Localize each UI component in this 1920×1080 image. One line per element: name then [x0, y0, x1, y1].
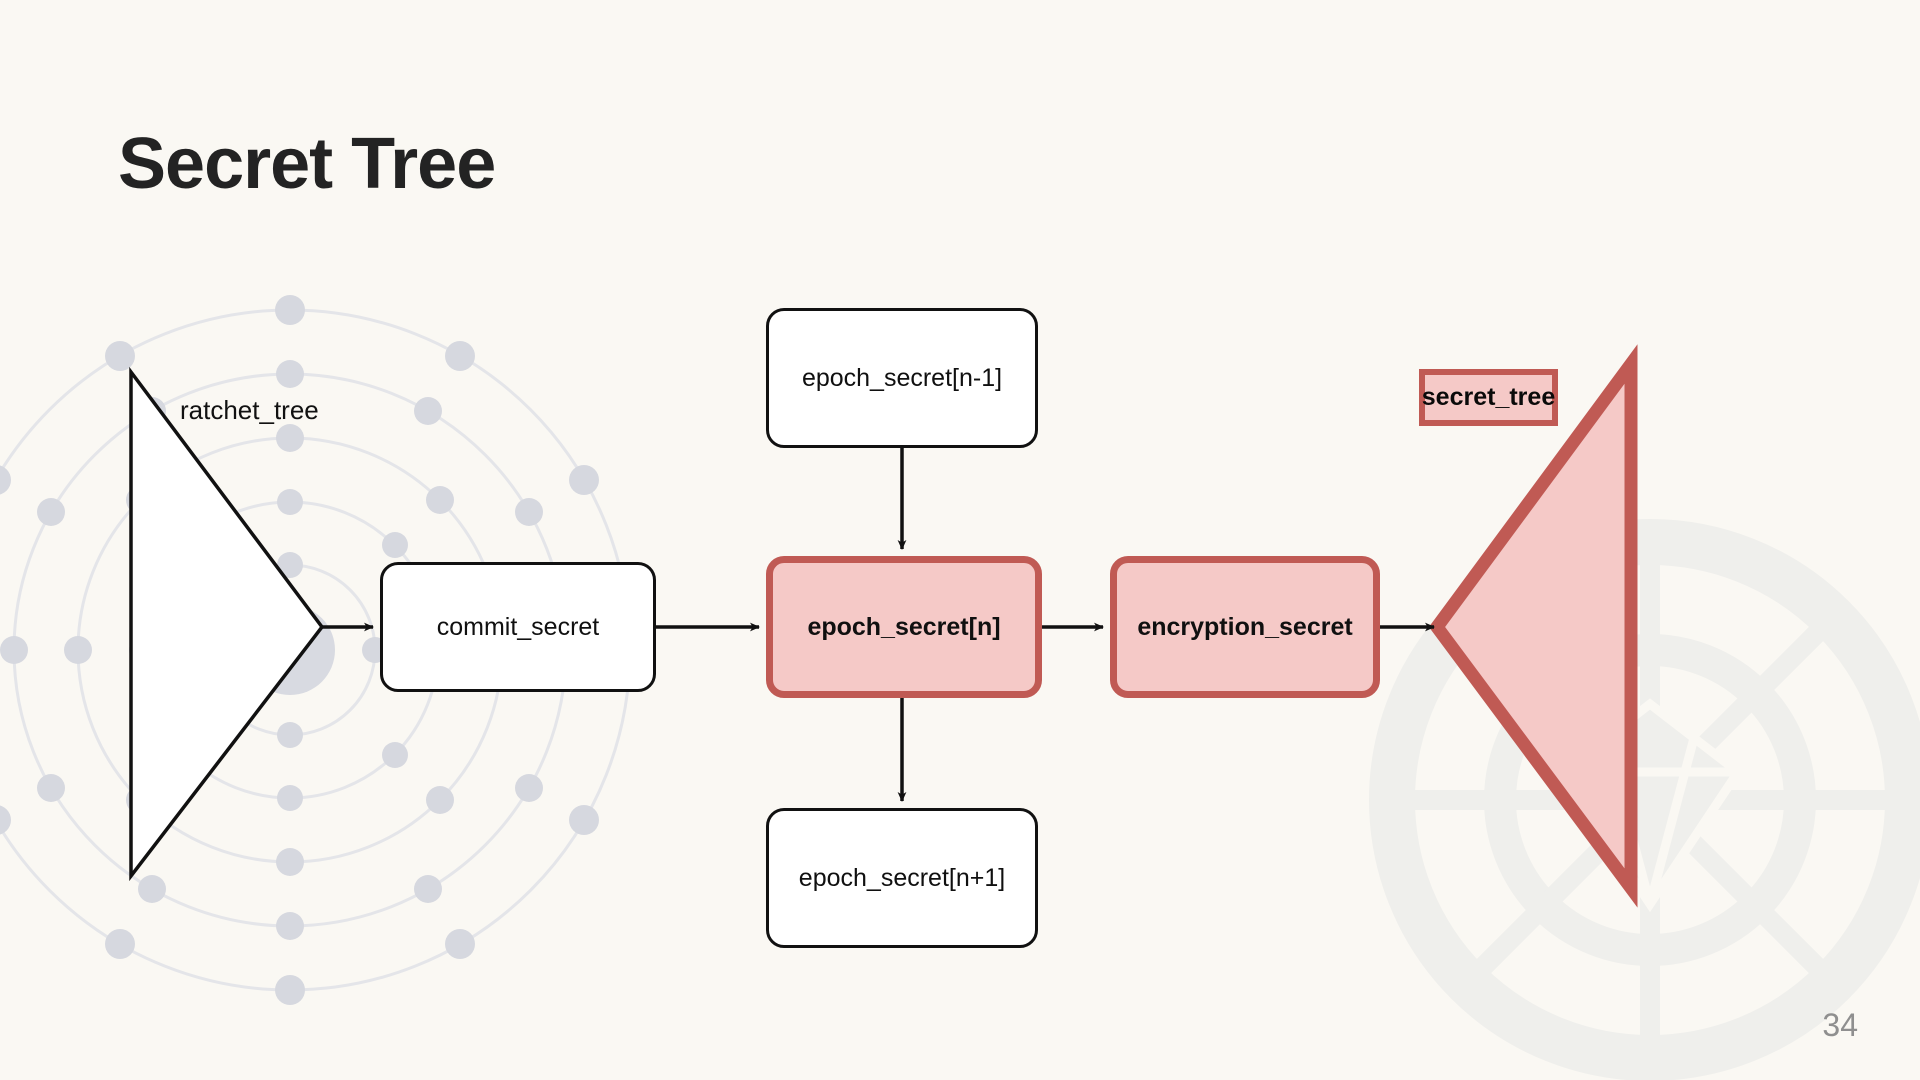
node-epoch-secret-next[interactable]: epoch_secret[n+1]	[766, 808, 1038, 948]
page-number: 34	[1822, 1007, 1858, 1043]
ratchet-tree-triangle	[129, 366, 325, 882]
ratchet-tree-label: ratchet_tree	[180, 395, 319, 425]
page-title: Secret Tree	[118, 124, 496, 204]
secret-tree-label: secret_tree	[1419, 369, 1558, 426]
node-epoch-secret-n[interactable]: epoch_secret[n]	[766, 556, 1042, 698]
secret-tree-triangle	[1428, 344, 1638, 908]
node-commit-secret[interactable]: commit_secret	[380, 562, 656, 692]
node-epoch-secret-prev[interactable]: epoch_secret[n-1]	[766, 308, 1038, 448]
node-encryption-secret[interactable]: encryption_secret	[1110, 556, 1380, 698]
